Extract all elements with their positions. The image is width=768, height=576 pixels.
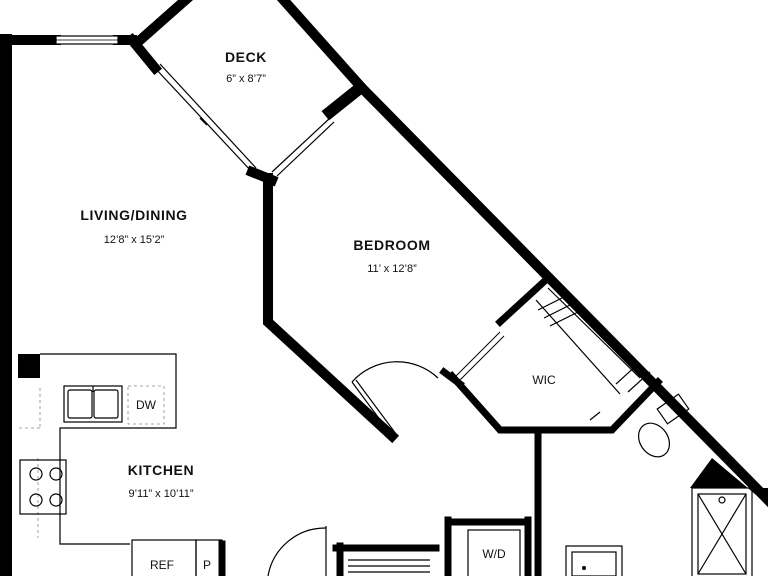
living-dining-name: LIVING/DINING bbox=[80, 207, 187, 223]
bedroom-window bbox=[271, 79, 369, 177]
washer-dryer: W/D bbox=[467, 529, 521, 576]
living-window bbox=[55, 35, 119, 45]
ref-label: REF bbox=[150, 558, 174, 572]
kitchen-dims: 9’11” x 10’11” bbox=[128, 488, 193, 500]
deck-sliding-door bbox=[124, 32, 279, 187]
wic-name: WIC bbox=[532, 373, 556, 387]
hall-closet-shelves bbox=[348, 559, 430, 573]
wic-door bbox=[455, 331, 505, 381]
kitchen-name: KITCHEN bbox=[128, 462, 194, 478]
bedroom-name: BEDROOM bbox=[353, 237, 430, 253]
refrigerator: REF bbox=[131, 539, 197, 576]
pantry-label: P bbox=[203, 558, 211, 572]
entry-door-swing bbox=[267, 526, 327, 576]
pantry: P bbox=[195, 539, 223, 576]
living-dining-dims: 12’8” x 15’2” bbox=[104, 234, 165, 246]
dishwasher: DW bbox=[127, 385, 165, 425]
wic-shelving bbox=[535, 287, 651, 421]
dw-label: DW bbox=[136, 398, 157, 412]
kitchen-sink bbox=[63, 385, 123, 423]
deck-dims: 6” x 8’7” bbox=[226, 73, 266, 85]
kitchen-counters bbox=[16, 353, 177, 545]
wd-label: W/D bbox=[482, 547, 506, 561]
interior-walls bbox=[18, 173, 663, 576]
bedroom-dims: 11’ x 12’8” bbox=[367, 263, 417, 275]
range bbox=[19, 459, 67, 515]
bathroom bbox=[565, 393, 753, 576]
deck-name: DECK bbox=[225, 49, 267, 65]
bedroom-door bbox=[351, 361, 439, 437]
